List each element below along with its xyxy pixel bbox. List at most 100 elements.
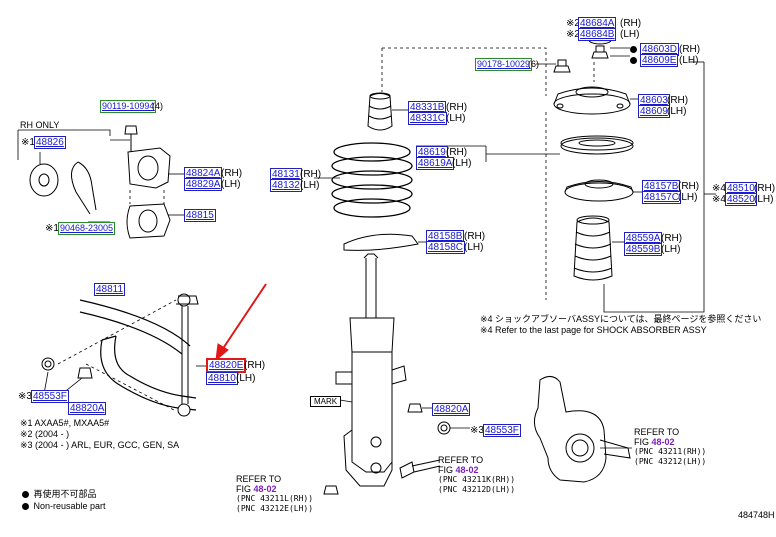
- clip-90468: [71, 161, 97, 215]
- part-48810-link[interactable]: 48810: [208, 373, 236, 384]
- part-48553F-right-link[interactable]: 48553F: [485, 425, 519, 436]
- note-shock-en: ※4 Refer to the last page for SHOCK ABSO…: [480, 325, 707, 335]
- part-48826-link[interactable]: 48826: [36, 137, 64, 148]
- suffix-lh: (LH): [300, 180, 320, 191]
- nonreuse-dot: [630, 55, 639, 66]
- refer-to-knuckle: REFER TO: [634, 427, 680, 437]
- part-48331C[interactable]: 48331C: [408, 112, 448, 125]
- part-48820E-highlighted[interactable]: 48820E: [206, 358, 247, 373]
- part-48158C-link[interactable]: 48158C: [428, 242, 464, 253]
- bolt-48553F-right: [437, 421, 451, 435]
- note-3: ※3 (2004 - ) ARL, EUR, GCC, GEN, SA: [20, 440, 180, 450]
- part-48609[interactable]: 48609: [638, 105, 670, 118]
- part-48619-link[interactable]: 48619: [418, 147, 446, 158]
- part-48158B-link[interactable]: 48158B: [428, 231, 463, 242]
- washer-48826: [29, 163, 59, 197]
- suffix-lh: (LH): [236, 373, 256, 384]
- suffix-rh: (RH): [678, 181, 700, 192]
- nonreuse-icon: [22, 491, 29, 498]
- bushing-48815: [126, 203, 171, 239]
- part-48553F-left[interactable]: 48553F: [31, 390, 69, 403]
- insulator-48158: [343, 233, 419, 251]
- shock-absorber: [335, 253, 407, 487]
- part-90119-link[interactable]: 90119-10994: [102, 101, 155, 111]
- part-48331B-link[interactable]: 48331B: [410, 102, 445, 113]
- part-48603-link[interactable]: 48603: [640, 95, 668, 106]
- part-48826[interactable]: 48826: [34, 136, 66, 149]
- part-48815-link[interactable]: 48815: [186, 210, 214, 221]
- part-48619A-link[interactable]: 48619A: [418, 158, 453, 169]
- part-48131-link[interactable]: 48131: [272, 169, 300, 180]
- boot-48559: [573, 215, 613, 281]
- fig-48-02-link[interactable]: 48-02: [651, 437, 675, 447]
- suffix-lh: (LH): [667, 106, 687, 117]
- part-48520[interactable]: 48520: [725, 193, 757, 206]
- part-48829A-link[interactable]: 48829A: [186, 179, 221, 190]
- suffix-lh: (LH): [221, 179, 241, 190]
- suffix-lh: (LH): [452, 158, 472, 169]
- part-48559B[interactable]: 48559B: [624, 243, 663, 256]
- part-90468-link[interactable]: 90468-23005: [60, 223, 114, 233]
- part-48520-link[interactable]: 48520: [727, 194, 755, 205]
- note-shock-jp: ※4 ショックアブソーバASSYについては、最終ページを参照ください: [480, 314, 762, 324]
- part-48820E-link[interactable]: 48820E: [209, 360, 244, 371]
- note-mark-4b: ※4: [712, 194, 726, 205]
- part-90468-23005[interactable]: 90468-23005: [58, 222, 116, 235]
- fig-48-02-link[interactable]: 48-02: [455, 465, 479, 475]
- pnc-43211: (PNC 43211(RH)): [634, 447, 707, 456]
- part-48132[interactable]: 48132: [270, 179, 302, 192]
- assembly-lines: [57, 47, 595, 411]
- fig-label: FIG: [634, 437, 649, 447]
- nut-48603D: [591, 45, 609, 59]
- pnc-43212E: (PNC 43212E(LH)): [236, 504, 314, 513]
- quantity-4: (4): [152, 101, 163, 111]
- illustration-id: 484748H: [738, 510, 775, 520]
- part-90178-10029[interactable]: 90178-10029: [475, 58, 533, 71]
- part-90119-10994[interactable]: 90119-10994: [100, 100, 157, 113]
- strut-bolt: [399, 459, 441, 479]
- part-48811[interactable]: 48811: [94, 283, 126, 296]
- part-48553F-right[interactable]: 48553F: [483, 424, 521, 437]
- part-48684B[interactable]: 48684B: [578, 28, 617, 41]
- part-48158C[interactable]: 48158C: [426, 241, 466, 254]
- part-48609E-link[interactable]: 48609E: [642, 55, 677, 66]
- part-48820A-left[interactable]: 48820A: [68, 402, 107, 415]
- part-48609-link[interactable]: 48609: [640, 106, 668, 117]
- part-48820A-left-link[interactable]: 48820A: [70, 403, 105, 414]
- part-48559B-link[interactable]: 48559B: [626, 244, 661, 255]
- part-48331C-link[interactable]: 48331C: [410, 113, 446, 124]
- part-48815[interactable]: 48815: [184, 209, 216, 222]
- part-48619A[interactable]: 48619A: [416, 157, 455, 170]
- bolt-90119: [124, 125, 138, 152]
- part-48609E[interactable]: 48609E: [640, 54, 679, 67]
- part-48810[interactable]: 48810: [206, 372, 238, 385]
- part-48829A[interactable]: 48829A: [184, 178, 223, 191]
- quantity-6: (6): [528, 59, 539, 69]
- part-48132-link[interactable]: 48132: [272, 180, 300, 191]
- part-48684B-link[interactable]: 48684B: [580, 29, 615, 40]
- part-48603D-link[interactable]: 48603D: [642, 44, 678, 55]
- refer-to-bolt: REFER TO: [438, 455, 484, 465]
- part-48824A-link[interactable]: 48824A: [186, 168, 221, 179]
- note-mark-3b: ※3: [470, 425, 484, 436]
- note-mark-2a: ※2: [566, 18, 580, 29]
- part-48820A-right-link[interactable]: 48820A: [434, 404, 469, 415]
- part-90178-link[interactable]: 90178-10029: [477, 59, 531, 69]
- part-48811-link[interactable]: 48811: [96, 284, 124, 295]
- fig-48-02-link[interactable]: 48-02: [253, 484, 277, 494]
- suffix-lh: (LH): [446, 113, 466, 124]
- part-48157C[interactable]: 48157C: [642, 191, 682, 204]
- part-48157B-link[interactable]: 48157B: [644, 181, 679, 192]
- part-48157C-link[interactable]: 48157C: [644, 192, 680, 203]
- part-48559A-link[interactable]: 48559A: [626, 233, 661, 244]
- suffix-lh: (LH): [678, 192, 698, 203]
- suffix-rh: (RH): [661, 233, 683, 244]
- part-48820A-right[interactable]: 48820A: [432, 403, 471, 416]
- suffix-rh: (RH): [300, 169, 322, 180]
- part-48510-link[interactable]: 48510: [727, 183, 755, 194]
- refer-to-nut: REFER TO: [236, 474, 282, 484]
- suffix-rh: (RH): [446, 147, 468, 158]
- part-48553F-left-link[interactable]: 48553F: [33, 391, 67, 402]
- suffix-rh: (RH): [446, 102, 468, 113]
- part-48684A-link[interactable]: 48684A: [580, 18, 615, 29]
